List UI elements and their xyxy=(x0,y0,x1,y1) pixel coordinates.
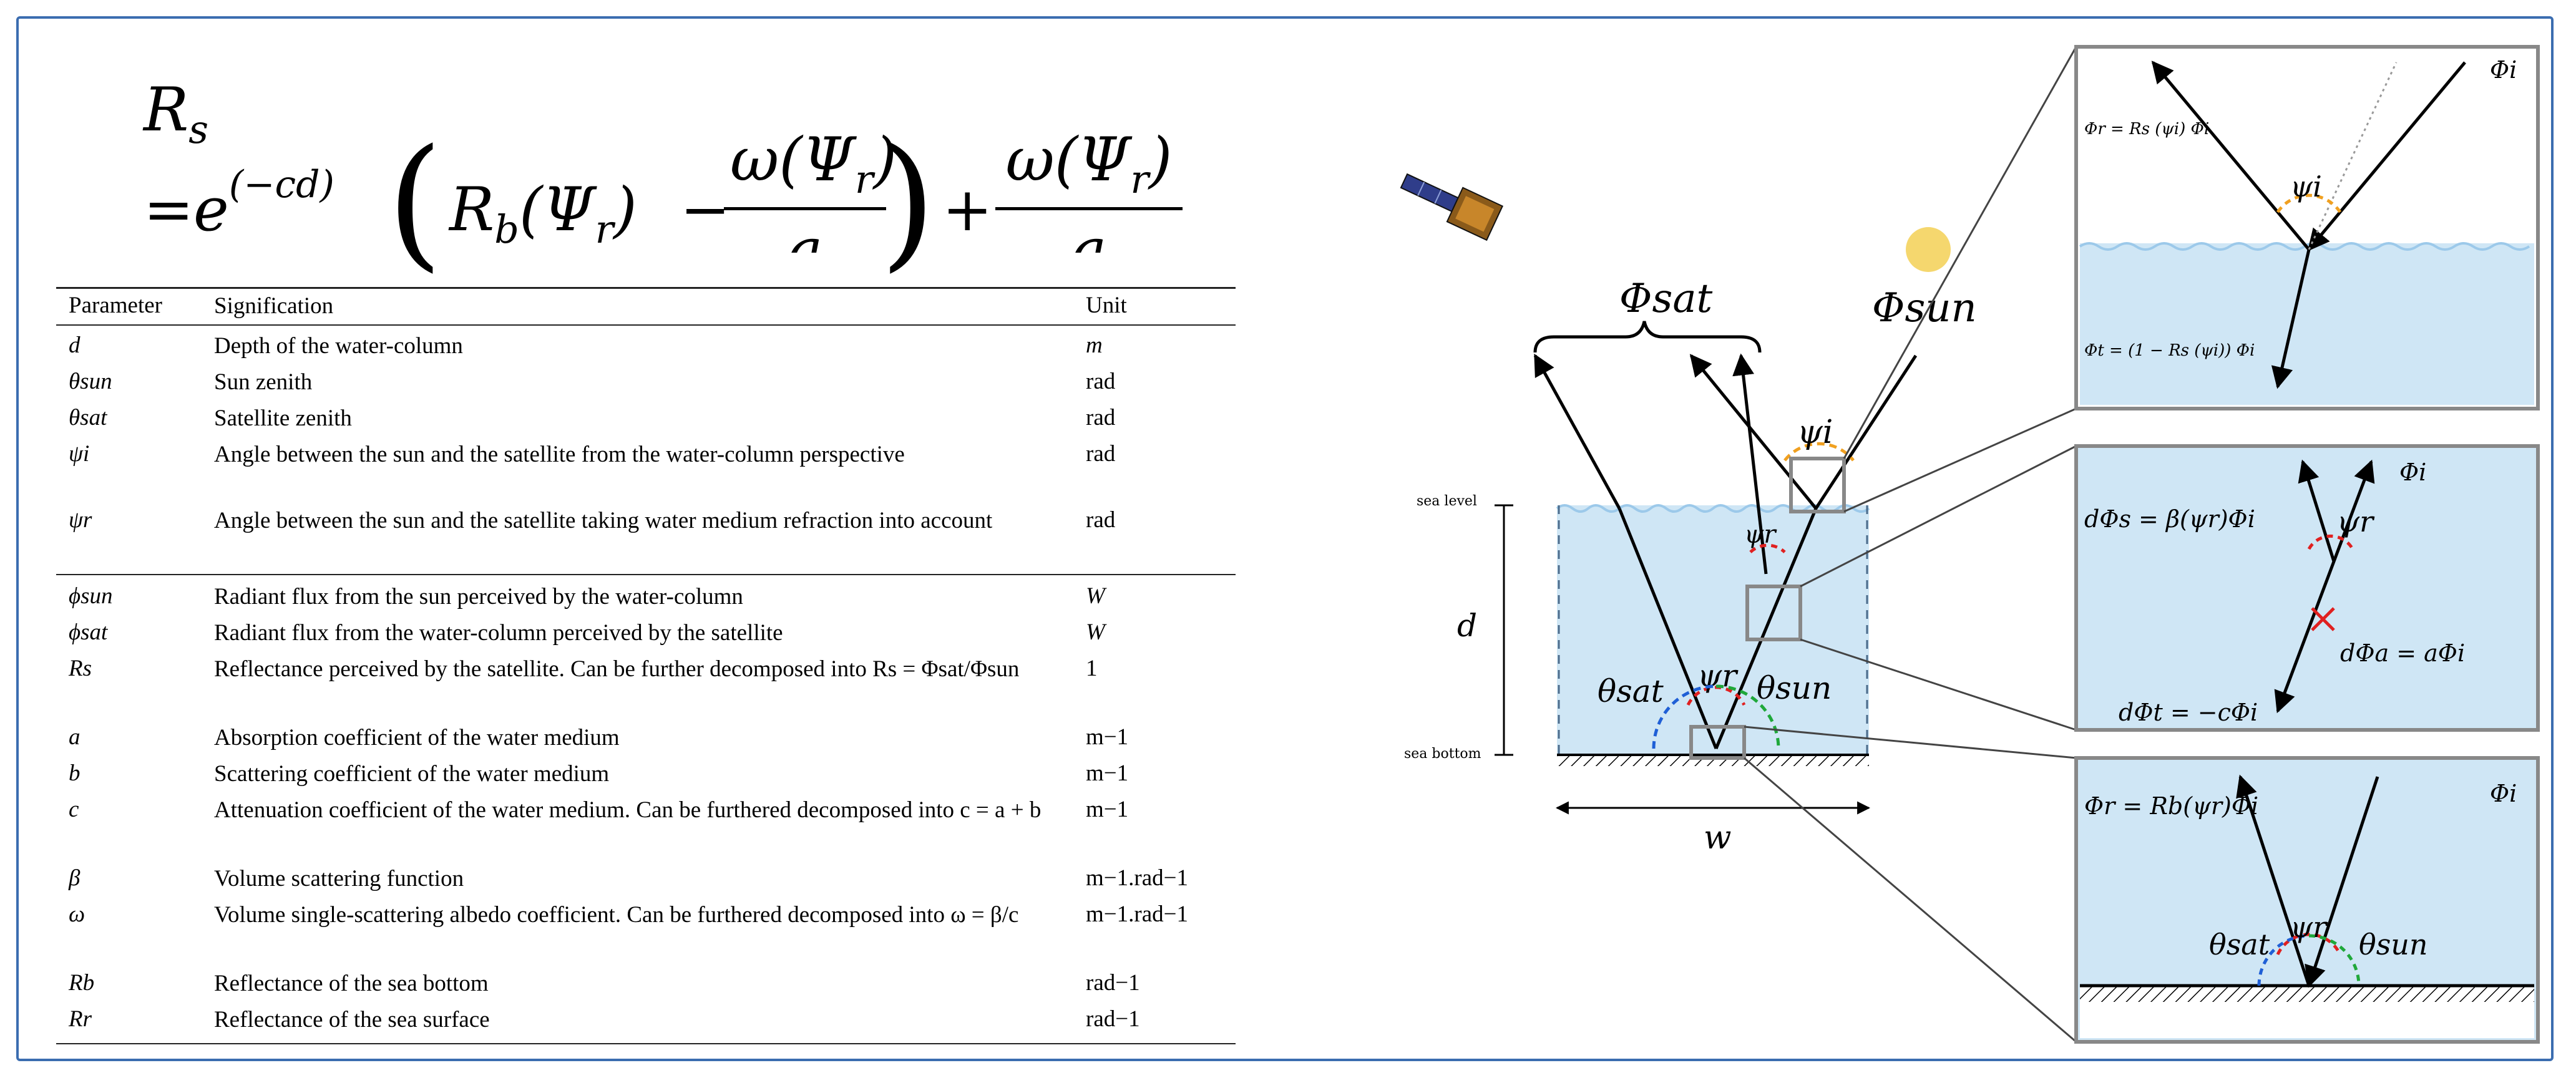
header-parameter: Parameter xyxy=(69,293,162,318)
row-signification: Scattering coefficient of the water medi… xyxy=(214,761,610,787)
equals-sign: = xyxy=(144,175,194,245)
equation-lhs: Rs xyxy=(144,75,209,153)
row-unit: W xyxy=(1086,583,1105,609)
zoom-box-bottom xyxy=(1689,725,1746,760)
panel-top-transmit: Φt = (1 − Rs (ψi)) Φi xyxy=(2084,341,2255,360)
albedo-fraction-2: ω(Ψr) a xyxy=(995,125,1183,253)
panel-mid-absorb: dΦa = aΦi xyxy=(2340,639,2465,667)
row-unit: rad−1 xyxy=(1086,1006,1140,1032)
phi-sat-label: Φsat xyxy=(1619,276,1712,322)
header-unit: Unit xyxy=(1086,293,1127,318)
row-signification: Reflectance of the sea surface xyxy=(214,1007,490,1032)
panel-bottom-reflection: ψr θsat θsun Φi Φr = Rb(ψr)Φi xyxy=(2074,756,2540,1044)
close-paren: ) xyxy=(880,119,936,286)
panel-top-psi-i: ψi xyxy=(2290,170,2322,203)
width-label: w xyxy=(1704,819,1732,857)
sea-bottom-label: sea bottom xyxy=(1404,746,1481,762)
row-unit: rad−1 xyxy=(1086,970,1140,996)
albedo-fraction-1: ω(Ψr) a xyxy=(724,125,897,253)
zoom-box-column xyxy=(1745,585,1802,641)
row-signification: Reflectance of the sea bottom xyxy=(214,971,489,996)
row-symbol: ψi xyxy=(69,441,90,467)
row-unit: rad xyxy=(1086,507,1116,533)
figure-frame: Rs = e(−cd) ( Rb(Ψr) − ω(Ψr) a ) + ω(Ψr)… xyxy=(16,16,2554,1061)
depth-label: d xyxy=(1457,608,1477,644)
reflectance-diagram: Φsat Φsun sea level sea bottom d w xyxy=(1379,44,2546,1054)
satellite-icon xyxy=(1400,173,1504,241)
panel-bot-theta-sun: θsun xyxy=(2359,928,2428,961)
row-unit: W xyxy=(1086,619,1105,645)
header-signification: Signification xyxy=(214,293,334,319)
row-symbol: β xyxy=(69,865,80,891)
zoom-box-surface xyxy=(1789,457,1846,513)
row-symbol: ϕsat xyxy=(69,619,108,645)
panel-mid-psi-r: ψr xyxy=(2337,505,2375,538)
panel-surface-reflection: ψi Φi Φr = Rs (ψi) Φi Φt = (1 − Rs (ψi))… xyxy=(2074,45,2540,410)
row-signification: Depth of the water-column xyxy=(214,333,463,359)
minus-sign: − xyxy=(680,175,731,245)
panel-volume-scattering: ψr Φi dΦs = β(ψr)Φi dΦa = aΦi dΦt = −cΦi xyxy=(2074,444,2540,732)
row-signification: Attenuation coefficient of the water med… xyxy=(214,797,1042,823)
exponential-term: e(−cd) xyxy=(193,163,334,245)
row-signification: Sun zenith xyxy=(214,369,313,395)
row-symbol: ϕsun xyxy=(69,583,113,609)
plus-sign: + xyxy=(942,175,993,245)
panel-top-phi-i: Φi xyxy=(2490,56,2517,84)
row-signification: Volume single-scattering albedo coeffici… xyxy=(214,902,1019,928)
bottom-reflectance-term: Rb(Ψr) xyxy=(449,175,637,253)
row-unit: m−1 xyxy=(1086,797,1129,822)
row-symbol: Rs xyxy=(69,656,92,681)
row-symbol: θsun xyxy=(69,369,112,394)
row-symbol: ψr xyxy=(69,507,92,533)
panel-bot-psi-r: ψr xyxy=(2290,910,2328,944)
row-unit: rad xyxy=(1086,405,1116,430)
panel-top-reflect: Φr = Rs (ψi) Φi xyxy=(2084,120,2209,138)
sun-icon xyxy=(1906,227,1951,272)
panel-bot-phi-i: Φi xyxy=(2490,780,2517,807)
open-paren: ( xyxy=(387,119,443,286)
row-signification: Angle between the sun and the satellite … xyxy=(214,508,993,533)
row-unit: m−1.rad−1 xyxy=(1086,865,1189,891)
row-signification: Angle between the sun and the satellite … xyxy=(214,442,905,467)
row-signification: Radiant flux from the sun perceived by t… xyxy=(214,584,743,609)
row-unit: 1 xyxy=(1086,656,1098,681)
row-symbol: a xyxy=(69,724,80,750)
row-unit: m−1 xyxy=(1086,760,1129,786)
row-signification: Reflectance perceived by the satellite. … xyxy=(214,656,1020,682)
theta-sun-label: θsun xyxy=(1757,670,1832,706)
row-signification: Absorption coefficient of the water medi… xyxy=(214,725,620,750)
row-symbol: Rr xyxy=(69,1006,92,1032)
row-symbol: d xyxy=(69,333,80,358)
equation: Rs = e(−cd) ( Rb(Ψr) − ω(Ψr) a ) + ω(Ψr)… xyxy=(19,19,1242,281)
water-column xyxy=(1557,505,1869,755)
row-unit: m−1 xyxy=(1086,724,1129,750)
panel-mid-atten: dΦt = −cΦi xyxy=(2119,699,2258,726)
panel-bot-theta-sat: θsat xyxy=(2209,928,2270,961)
theta-sat-label: θsat xyxy=(1598,673,1664,709)
row-unit: rad xyxy=(1086,441,1116,467)
row-signification: Satellite zenith xyxy=(214,406,352,431)
panel-bot-reflect: Φr = Rb(ψr)Φi xyxy=(2084,792,2258,820)
row-symbol: Rb xyxy=(69,970,95,996)
row-signification: Radiant flux from the water-column perce… xyxy=(214,620,783,646)
row-unit: m xyxy=(1086,333,1103,358)
panel-mid-scatter: dΦs = β(ψr)Φi xyxy=(2084,505,2255,533)
row-unit: rad xyxy=(1086,369,1116,394)
row-symbol: ω xyxy=(69,901,85,927)
row-unit: m−1.rad−1 xyxy=(1086,901,1189,927)
row-signification: Volume scattering function xyxy=(214,866,464,891)
phi-sun-label: Φsun xyxy=(1872,285,1977,331)
row-symbol: b xyxy=(69,760,80,786)
sea-level-label: sea level xyxy=(1417,493,1477,509)
phi-sat-brace xyxy=(1533,321,1762,353)
row-symbol: c xyxy=(69,797,79,822)
psi-i-label: ψi xyxy=(1797,414,1833,451)
panel-mid-phi-i: Φi xyxy=(2399,459,2426,486)
psi-r-label-top: ψr xyxy=(1744,520,1777,549)
row-symbol: θsat xyxy=(69,405,107,430)
